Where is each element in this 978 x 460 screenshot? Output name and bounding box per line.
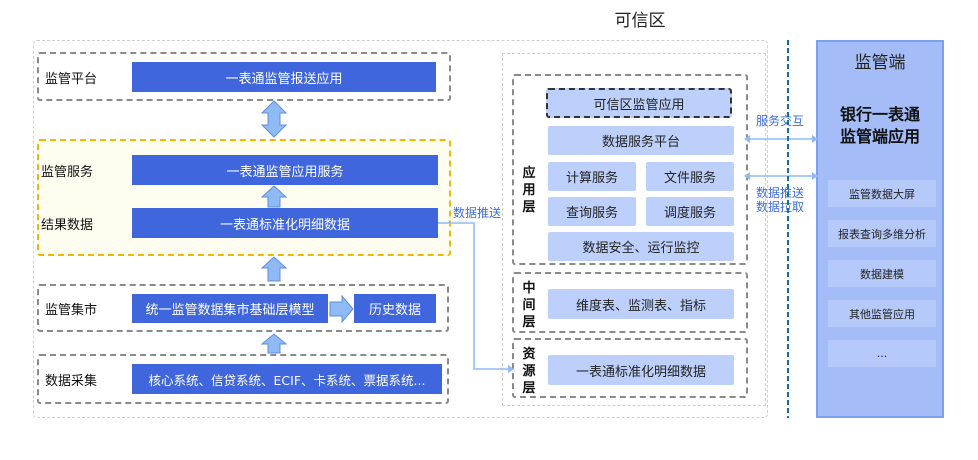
service-bar[interactable]: 一表通监管应用服务 xyxy=(132,155,438,185)
service-interaction-label: 服务交互 xyxy=(756,114,805,128)
file-service-box[interactable]: 文件服务 xyxy=(646,162,734,191)
platform-bar[interactable]: 一表通监管报送应用 xyxy=(132,62,436,92)
middle-layer-char: 间 xyxy=(522,298,536,313)
result-label: 结果数据 xyxy=(41,218,94,233)
app-layer-char: 层 xyxy=(522,200,536,215)
mart-bar[interactable]: 统一监管数据集市基础层模型 xyxy=(132,294,328,323)
push-pull-line1: 数据推送 xyxy=(756,186,805,200)
mart-label: 监管集市 xyxy=(45,303,98,318)
app-layer-char: 应 xyxy=(522,166,536,181)
middle-layer-char: 层 xyxy=(522,315,536,330)
middle-layer-label: 中 间 层 xyxy=(522,280,536,331)
regulator-item-data-modeling[interactable]: 数据建模 xyxy=(828,260,936,287)
resource-layer-char: 源 xyxy=(522,364,536,379)
push-pull-line2: 数据拉取 xyxy=(756,200,805,214)
push-pull-label: 数据推送 数据拉取 xyxy=(756,186,804,214)
compute-service-box[interactable]: 计算服务 xyxy=(548,162,636,191)
service-label: 监管服务 xyxy=(41,165,94,180)
regulator-item-report-analysis[interactable]: 报表查询多维分析 xyxy=(828,220,936,247)
trusted-app-box[interactable]: 可信区监管应用 xyxy=(546,88,732,118)
trusted-zone-boundary xyxy=(33,40,768,418)
regulator-app-line1: 银行一表通 xyxy=(839,105,920,124)
platform-label: 监管平台 xyxy=(45,72,98,87)
middle-layer-char: 中 xyxy=(522,281,536,296)
app-layer-char: 用 xyxy=(522,183,536,198)
query-service-box[interactable]: 查询服务 xyxy=(548,197,636,226)
platform-group xyxy=(37,52,451,101)
result-bar[interactable]: 一表通标准化明细数据 xyxy=(132,208,438,238)
app-layer-label: 应 用 层 xyxy=(522,165,536,216)
security-monitor-box[interactable]: 数据安全、运行监控 xyxy=(548,232,734,261)
resource-layer-char: 层 xyxy=(522,381,536,396)
middle-layer-box[interactable]: 维度表、监测表、指标 xyxy=(548,289,734,319)
regulator-item-dashboard[interactable]: 监管数据大屏 xyxy=(828,180,936,207)
app-layer-group xyxy=(512,74,748,265)
middle-layer-group xyxy=(512,272,748,333)
regulator-app-title: 银行一表通 监管端应用 xyxy=(818,104,942,148)
schedule-service-box[interactable]: 调度服务 xyxy=(646,197,734,226)
regulator-app-line2: 监管端应用 xyxy=(839,127,920,146)
resource-layer-label: 资 源 层 xyxy=(522,346,536,397)
regulator-title: 监管端 xyxy=(854,53,906,73)
collect-group xyxy=(37,354,449,404)
trusted-zone-title: 可信区 xyxy=(614,11,666,31)
resource-layer-box[interactable]: 一表通标准化明细数据 xyxy=(548,355,734,385)
collect-label: 数据采集 xyxy=(45,374,98,389)
regulator-panel: 监管端 银行一表通 监管端应用 监管数据大屏 报表查询多维分析 数据建模 其他监… xyxy=(816,40,944,418)
resource-layer-char: 资 xyxy=(522,347,536,362)
data-push-label: 数据推送 xyxy=(453,206,502,220)
regulator-item-more[interactable]: ... xyxy=(828,340,936,367)
history-data-bar[interactable]: 历史数据 xyxy=(354,294,436,323)
regulator-item-other-apps[interactable]: 其他监管应用 xyxy=(828,300,936,327)
data-service-platform-box[interactable]: 数据服务平台 xyxy=(548,126,734,155)
collect-bar[interactable]: 核心系统、信贷系统、ECIF、卡系统、票据系统... xyxy=(132,364,442,394)
